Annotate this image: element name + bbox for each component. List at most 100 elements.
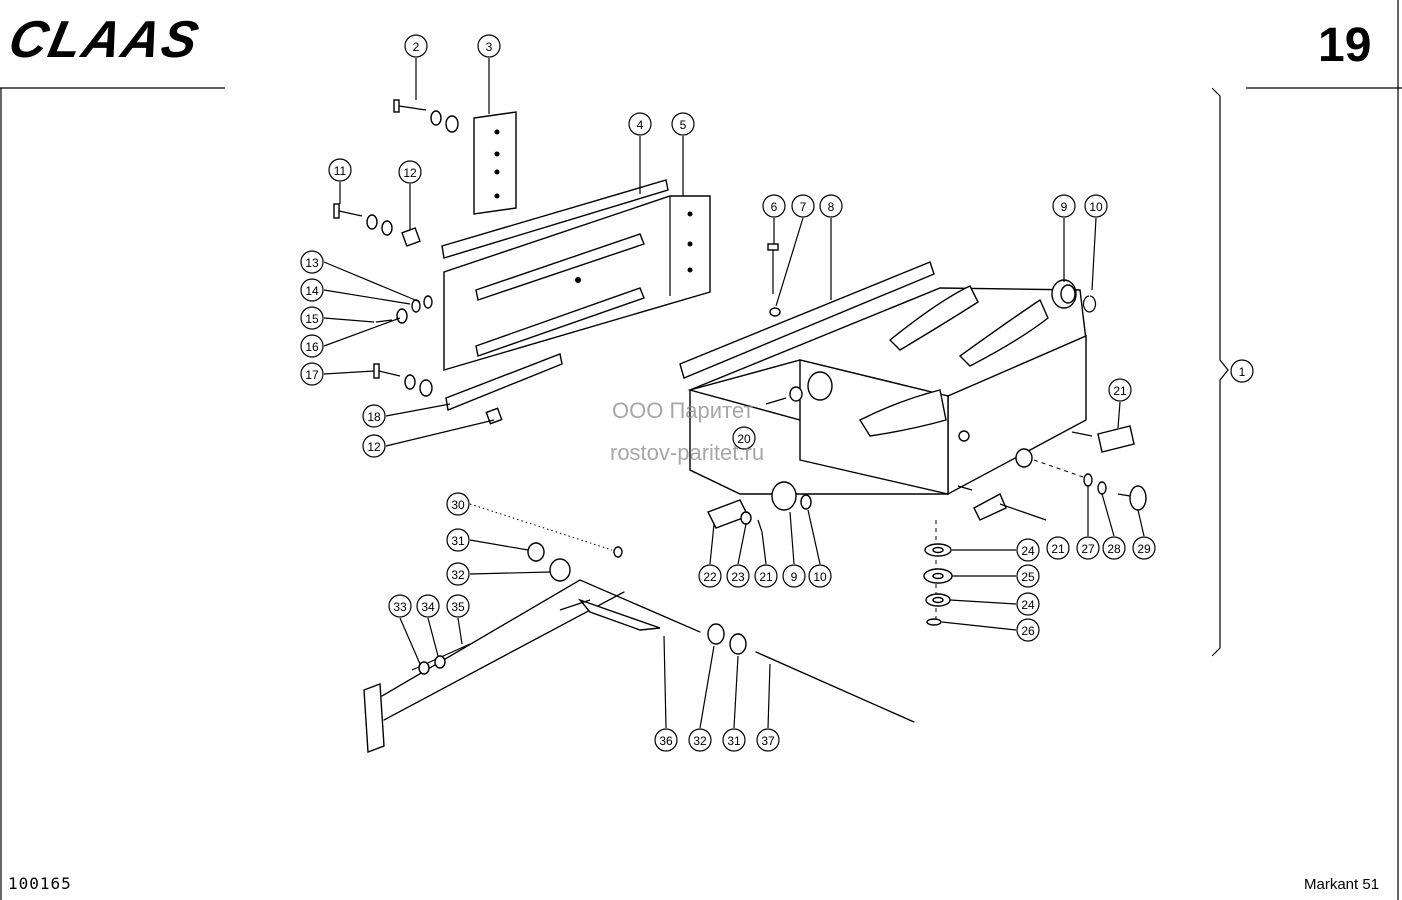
- callout-3: 3: [477, 34, 501, 58]
- callout-31: 31: [446, 528, 470, 552]
- watermark-url: rostov-paritet.ru: [610, 440, 765, 465]
- callout-label: 21: [759, 570, 773, 584]
- callout-circle: [688, 728, 712, 752]
- callout-circle: [791, 194, 815, 218]
- model-label: Markant 51: [1304, 876, 1380, 893]
- callout-label: 34: [421, 600, 435, 614]
- callout-circle: [1132, 536, 1156, 560]
- callout-36: 36: [654, 728, 678, 752]
- callout-circle: [416, 594, 440, 618]
- plate-5: [443, 195, 711, 371]
- callout-circle: [1052, 194, 1076, 218]
- callout-34: 34: [416, 594, 440, 618]
- callout-24: 24: [1016, 538, 1040, 562]
- callout-5: 5: [671, 112, 695, 136]
- callout-17: 17: [300, 362, 324, 386]
- document-code: 100165: [8, 874, 72, 893]
- callout-label: 12: [403, 166, 417, 180]
- callout-15: 15: [300, 306, 324, 330]
- callout-circle: [671, 112, 695, 136]
- callout-32: 32: [446, 562, 470, 586]
- callout-label: 9: [1061, 200, 1068, 214]
- callout-circle: [808, 564, 832, 588]
- callout-label: 31: [451, 534, 465, 548]
- callout-12: 12: [362, 434, 386, 458]
- callout-label: 27: [1081, 542, 1095, 556]
- callout-10: 10: [1084, 194, 1108, 218]
- callout-20: 20: [732, 426, 756, 450]
- callout-label: 22: [703, 570, 717, 584]
- callout-1: 1: [1230, 359, 1254, 383]
- callout-circle: [300, 362, 324, 386]
- callout-circle: [446, 562, 470, 586]
- callout-24: 24: [1016, 592, 1040, 616]
- callout-label: 29: [1137, 542, 1151, 556]
- callout-circle: [300, 306, 324, 330]
- strip-8: [679, 261, 935, 379]
- callout-label: 9: [791, 570, 798, 584]
- callout-7: 7: [791, 194, 815, 218]
- callout-circle: [654, 728, 678, 752]
- callout-circle: [1102, 536, 1126, 560]
- callout-label: 31: [727, 734, 741, 748]
- callout-circle: [756, 728, 780, 752]
- callout-label: 1: [1239, 365, 1246, 379]
- callout-32: 32: [688, 728, 712, 752]
- callout-21: 21: [1108, 378, 1132, 402]
- callout-circle: [362, 404, 386, 428]
- callout-label: 37: [761, 734, 775, 748]
- callout-label: 12: [367, 440, 381, 454]
- callout-circle: [1046, 536, 1070, 560]
- callout-28: 28: [1102, 536, 1126, 560]
- callout-label: 21: [1051, 542, 1065, 556]
- page-number: 19: [1318, 19, 1372, 72]
- callout-circle: [362, 434, 386, 458]
- callout-26: 26: [1016, 618, 1040, 642]
- callout-21: 21: [1046, 536, 1070, 560]
- callout-label: 15: [305, 312, 319, 326]
- callout-circle: [754, 564, 778, 588]
- callout-label: 11: [334, 164, 347, 178]
- plate-3: [473, 111, 517, 215]
- callout-label: 13: [305, 256, 319, 270]
- callout-circle: [300, 334, 324, 358]
- callout-label: 10: [1089, 200, 1103, 214]
- callout-label: 4: [637, 118, 644, 132]
- callout-12: 12: [398, 160, 422, 184]
- callout-6: 6: [762, 194, 786, 218]
- callout-circle: [1016, 564, 1040, 588]
- callout-label: 20: [737, 432, 751, 446]
- callout-circle: [1016, 538, 1040, 562]
- callout-circle: [628, 112, 652, 136]
- callout-circle: [398, 160, 422, 184]
- callout-circle: [477, 34, 501, 58]
- callout-label: 24: [1021, 544, 1035, 558]
- callout-circle: [1076, 536, 1100, 560]
- callout-circle: [732, 426, 756, 450]
- callout-31: 31: [722, 728, 746, 752]
- callout-4: 4: [628, 112, 652, 136]
- callout-circle: [762, 194, 786, 218]
- strip-4: [441, 179, 669, 259]
- chute-housing: [679, 243, 1147, 626]
- callout-label: 8: [828, 200, 835, 214]
- callout-37: 37: [756, 728, 780, 752]
- callout-label: 7: [800, 200, 807, 214]
- strip-18: [445, 353, 563, 411]
- callout-circle: [1084, 194, 1108, 218]
- assembly-bracket: [1211, 87, 1229, 657]
- callout-label: 32: [693, 734, 707, 748]
- callout-33: 33: [388, 594, 412, 618]
- callout-label: 14: [305, 284, 319, 298]
- callout-label: 10: [813, 570, 827, 584]
- callout-29: 29: [1132, 536, 1156, 560]
- mount-plate: [363, 683, 385, 753]
- callout-13: 13: [300, 250, 324, 274]
- callout-label: 25: [1021, 570, 1035, 584]
- callout-label: 23: [731, 570, 745, 584]
- callout-label: 35: [451, 600, 465, 614]
- callout-circle: [446, 594, 470, 618]
